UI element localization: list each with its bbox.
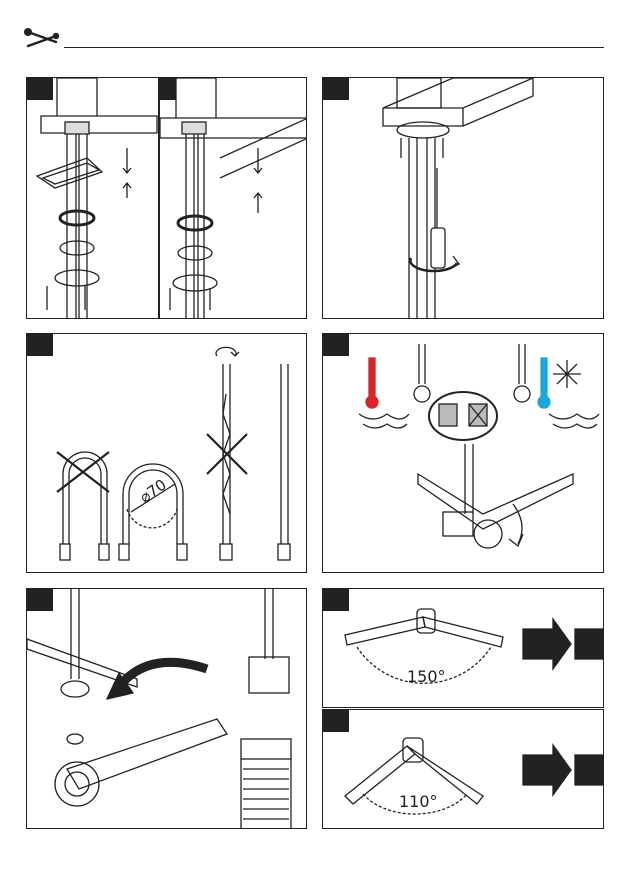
header-tools-icon [22, 28, 62, 52]
panel-step-6b-110: 110° [322, 709, 604, 829]
panel-step-3-hoses: ⌀70 [26, 333, 307, 573]
panel-step-4-connect [322, 333, 604, 573]
angle-label-110: 110° [399, 792, 438, 811]
panel-step-6a-150: 150° [322, 588, 604, 708]
header-rule [64, 47, 604, 48]
panel-step-2 [322, 77, 604, 319]
panel-step-1b [159, 77, 307, 319]
panel-step-1a [26, 77, 159, 319]
panel-step-5-wrench [26, 588, 307, 829]
angle-label-150: 150° [407, 667, 446, 686]
